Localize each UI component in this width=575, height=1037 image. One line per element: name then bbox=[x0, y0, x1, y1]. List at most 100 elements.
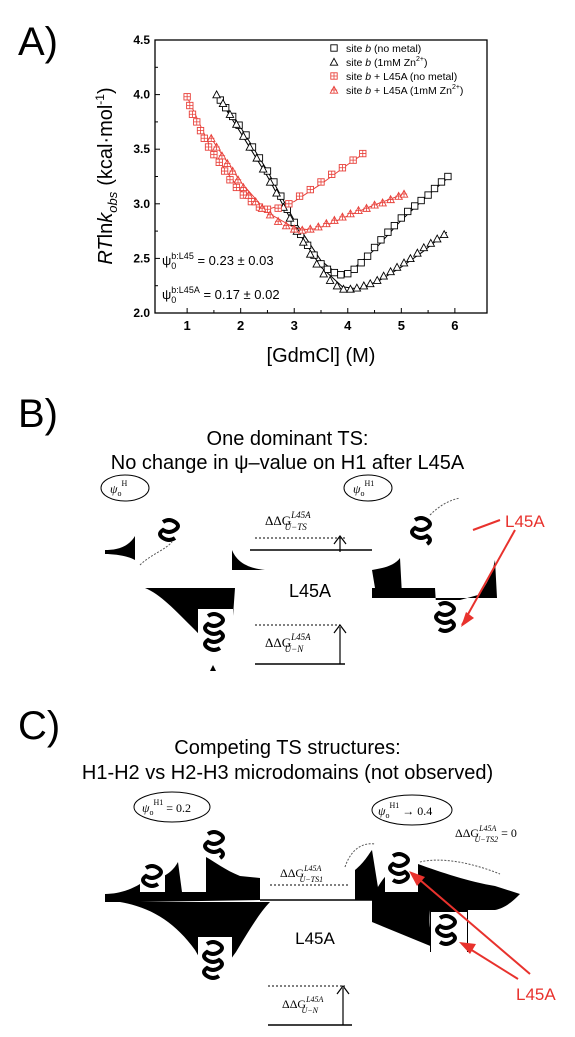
data-point-s3-plus bbox=[252, 198, 259, 205]
mutation-arrow-c-upper bbox=[412, 873, 531, 975]
data-point-s3-plus bbox=[400, 190, 408, 198]
helix-c-left-top bbox=[203, 830, 225, 860]
y-tick-label: 4.5 bbox=[133, 33, 150, 47]
data-point-s1 bbox=[252, 153, 262, 162]
panel-label-a: A) bbox=[18, 20, 58, 64]
landscape-c-left bbox=[105, 884, 140, 902]
fit-curve-0 bbox=[218, 99, 450, 275]
data-point-s2-plus bbox=[264, 206, 271, 213]
helix-right-bundle bbox=[434, 601, 456, 633]
data-point-s2-plus bbox=[221, 167, 228, 175]
fit-curve-3 bbox=[210, 138, 405, 231]
x-tick-label: 4 bbox=[344, 318, 352, 333]
mutation-pointer-top bbox=[472, 519, 501, 531]
helix-c-left-small bbox=[141, 864, 163, 888]
helix-box-left bbox=[198, 609, 233, 665]
data-point-s2-plus bbox=[210, 151, 218, 158]
psi-left-label: ψoH bbox=[110, 479, 127, 498]
data-point-s1 bbox=[419, 242, 429, 252]
unfolded-chain-c bbox=[344, 843, 501, 875]
data-point-s2-plus bbox=[216, 159, 223, 166]
data-point-s2-plus bbox=[193, 118, 200, 126]
psi-annotation-l45a: ψ0b:L45A = 0.17 ± 0.02 bbox=[162, 285, 280, 305]
data-point-s1 bbox=[298, 237, 308, 246]
data-point-s3-plus bbox=[258, 204, 266, 212]
data-point-s1 bbox=[412, 248, 422, 257]
data-point-s0 bbox=[404, 207, 412, 216]
data-point-s3-plus bbox=[371, 201, 378, 209]
legend-label-3: site b + L45A (1mM Zn2+) bbox=[346, 84, 463, 97]
data-point-s1 bbox=[272, 188, 282, 197]
legend-marker-1 bbox=[329, 57, 339, 66]
data-point-s3-plus bbox=[331, 216, 338, 224]
data-point-s3-plus bbox=[213, 143, 220, 151]
x-axis-label: [GdmCl] (M) bbox=[267, 345, 376, 367]
legend: site b (no metal)site b (1mM Zn2+)site b… bbox=[329, 43, 463, 97]
data-point-s1 bbox=[372, 275, 382, 284]
data-point-s3-plus bbox=[315, 223, 322, 230]
data-point-s0 bbox=[424, 191, 432, 199]
legend-marker-2-plus bbox=[330, 72, 338, 80]
landscape-c-left-well bbox=[120, 902, 270, 994]
data-point-s3-plus bbox=[291, 225, 298, 233]
mutation-label-c: L45A bbox=[516, 985, 556, 1004]
y-tick-label: 4.0 bbox=[133, 88, 150, 102]
data-point-s0 bbox=[390, 221, 399, 230]
data-point-s2-plus bbox=[328, 171, 335, 178]
helix-left-top bbox=[158, 518, 180, 542]
y-axis-label: RTlnkobs(kcal·mol-1) bbox=[93, 87, 120, 264]
data-point-s1 bbox=[225, 109, 235, 118]
data-point-s3-plus bbox=[266, 211, 274, 218]
y-tick-label: 3.5 bbox=[133, 142, 150, 156]
data-point-s0 bbox=[323, 265, 332, 273]
data-point-s1 bbox=[432, 234, 442, 243]
data-point-s3-plus bbox=[274, 218, 282, 225]
data-point-s1 bbox=[258, 164, 268, 173]
data-point-s1 bbox=[352, 283, 362, 292]
data-point-s1 bbox=[305, 249, 315, 258]
data-point-s3-plus bbox=[347, 210, 354, 217]
helix-c-left-bundle bbox=[202, 940, 224, 980]
data-point-s3-plus bbox=[339, 213, 346, 221]
data-point-s2-plus bbox=[317, 178, 325, 186]
data-point-s3-plus bbox=[379, 199, 386, 206]
x-tick-label: 6 bbox=[451, 318, 458, 333]
data-point-s2-plus bbox=[285, 200, 293, 207]
panel-b-title-line2: No change in ψ–value on H1 after L45A bbox=[110, 452, 465, 474]
center-l45a-label: L45A bbox=[289, 581, 331, 601]
data-point-s3-plus bbox=[234, 176, 242, 183]
data-point-s2-plus bbox=[359, 150, 366, 157]
data-point-s1 bbox=[332, 281, 342, 290]
data-point-s1 bbox=[312, 259, 322, 268]
data-point-s3-plus bbox=[323, 220, 330, 227]
legend-label-1: site b (1mM Zn2+) bbox=[346, 56, 428, 69]
data-point-s0 bbox=[350, 265, 358, 273]
data-point-s3-plus bbox=[218, 152, 226, 159]
y-tick-label: 2.5 bbox=[133, 251, 150, 265]
x-tick-label: 2 bbox=[237, 318, 244, 333]
legend-label-2: site b + L45A (no metal) bbox=[346, 71, 457, 83]
data-point-s1 bbox=[325, 275, 335, 284]
mutation-label: L45A bbox=[505, 512, 545, 531]
data-point-s0 bbox=[430, 184, 439, 193]
unfolded-chain-right bbox=[429, 497, 461, 516]
tail-left bbox=[210, 665, 216, 671]
panel-label-c: C) bbox=[18, 704, 61, 748]
landscape-right-a bbox=[372, 558, 402, 595]
data-point-s1 bbox=[439, 229, 449, 239]
panel-b-title-line1: One dominant TS: bbox=[206, 428, 369, 450]
data-point-s1 bbox=[231, 119, 241, 128]
data-point-s0 bbox=[384, 228, 392, 236]
data-point-s2-plus bbox=[339, 164, 346, 171]
data-point-s0 bbox=[411, 202, 419, 210]
psi-bubble-right bbox=[343, 474, 393, 502]
landscape-left-peak bbox=[232, 550, 265, 570]
helix-left-bundle bbox=[203, 612, 225, 652]
data-point-s1 bbox=[386, 266, 396, 276]
data-point-s3-plus bbox=[229, 167, 236, 175]
landscape-c-left-peak bbox=[140, 857, 260, 902]
